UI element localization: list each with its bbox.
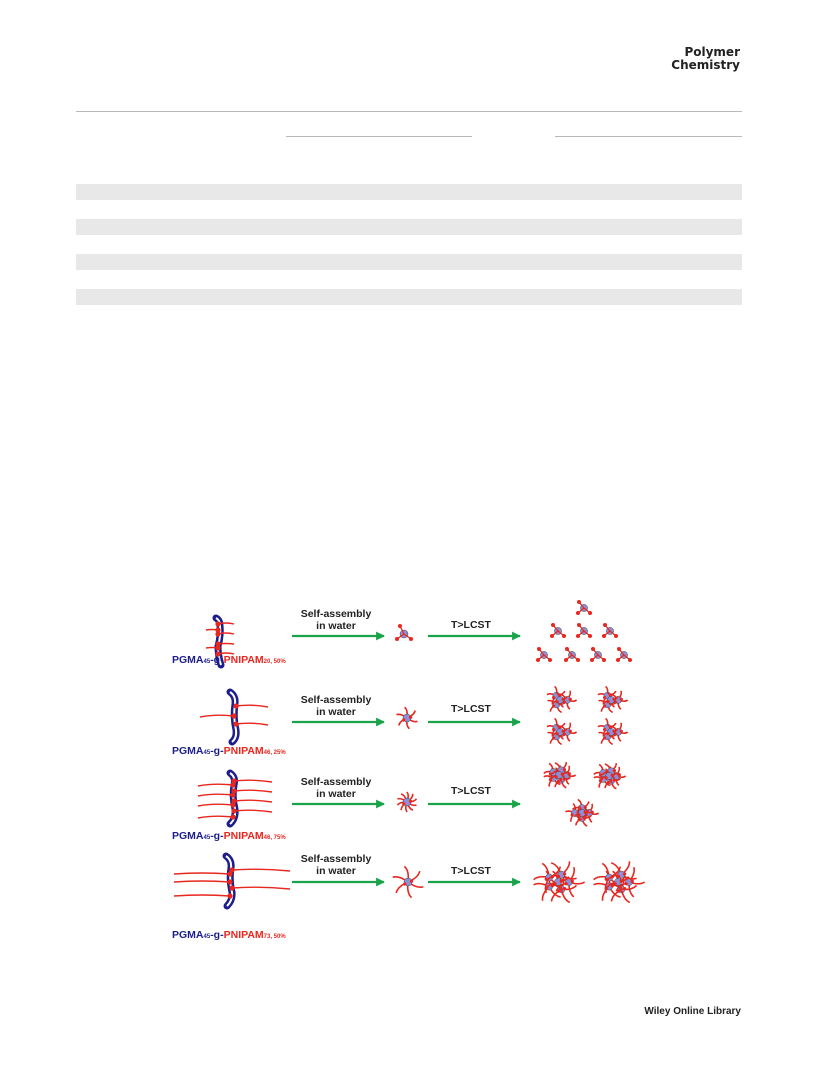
graft-copolymer-structure — [197, 769, 273, 828]
publisher-footer: Wiley Online Library — [644, 1006, 741, 1017]
micelle-aggregate — [543, 761, 577, 789]
scheme-row-1: Self-assembly in water T>LCST PGMA45-g-P… — [172, 600, 632, 669]
self-assembly-scheme-figure: Self-assembly in water T>LCST PGMA45-g-P… — [172, 600, 646, 941]
micelle-aggregate — [565, 798, 600, 827]
micelle-small — [396, 791, 418, 813]
micelle-small — [395, 624, 413, 641]
step1-label: Self-assembly in water — [301, 694, 372, 718]
svg-text:Self-assembly: Self-assembly — [301, 853, 372, 865]
svg-text:in water: in water — [316, 706, 356, 718]
svg-text:in water: in water — [316, 620, 356, 632]
micelle-aggregate — [533, 861, 586, 904]
table-row-band — [76, 289, 742, 305]
svg-text:Self-assembly: Self-assembly — [301, 776, 372, 788]
journal-name-line1: Polymer — [684, 45, 740, 59]
micelle-pyramid-cluster — [536, 600, 632, 662]
scheme-row-4: Self-assembly in water T>LCST PGMA45-g-P… — [172, 852, 646, 941]
micelle-small — [396, 706, 418, 730]
header-rule — [76, 111, 742, 112]
journal-name: Polymer Chemistry — [671, 46, 740, 72]
svg-text:Self-assembly: Self-assembly — [301, 694, 372, 706]
table-column-rule-left — [286, 136, 472, 137]
step2-label: T>LCST — [451, 619, 492, 631]
step2-label: T>LCST — [451, 703, 492, 715]
table-row-band — [76, 254, 742, 270]
graft-copolymer-structure — [173, 852, 291, 910]
journal-name-line2: Chemistry — [671, 58, 740, 72]
svg-text:in water: in water — [316, 865, 356, 877]
scheme-row-3: Self-assembly in water T>LCST PGMA45-g-P… — [172, 761, 627, 842]
scheme-row-2: Self-assembly in water T>LCST PGMA45-g-P… — [172, 685, 629, 757]
copolymer-label: PGMA45-g-PNIPAM20, 50% — [172, 654, 286, 666]
table-column-rule-right — [555, 136, 742, 137]
micelle-aggregate — [546, 717, 578, 746]
step1-label: Self-assembly in water — [301, 608, 372, 632]
step2-label: T>LCST — [451, 785, 492, 797]
copolymer-label: PGMA45-g-PNIPAM46, 75% — [172, 830, 286, 842]
micelle-aggregate — [597, 685, 629, 714]
copolymer-label: PGMA45-g-PNIPAM73, 50% — [172, 929, 286, 941]
step2-label: T>LCST — [451, 865, 492, 877]
svg-text:Self-assembly: Self-assembly — [301, 608, 372, 620]
micelle-aggregate — [597, 717, 629, 746]
graft-copolymer-structure — [199, 688, 269, 746]
micelle-aggregate — [546, 685, 578, 714]
copolymer-label: PGMA45-g-PNIPAM46, 25% — [172, 745, 286, 757]
step1-label: Self-assembly in water — [301, 776, 372, 800]
svg-text:in water: in water — [316, 788, 356, 800]
table-row-band — [76, 184, 742, 200]
micelle-aggregate — [593, 762, 627, 790]
graft-copolymer-structure — [205, 614, 235, 669]
micelle-aggregate — [593, 861, 646, 904]
step1-label: Self-assembly in water — [301, 853, 372, 877]
table-row-band — [76, 219, 742, 235]
micelle-small — [392, 865, 424, 899]
